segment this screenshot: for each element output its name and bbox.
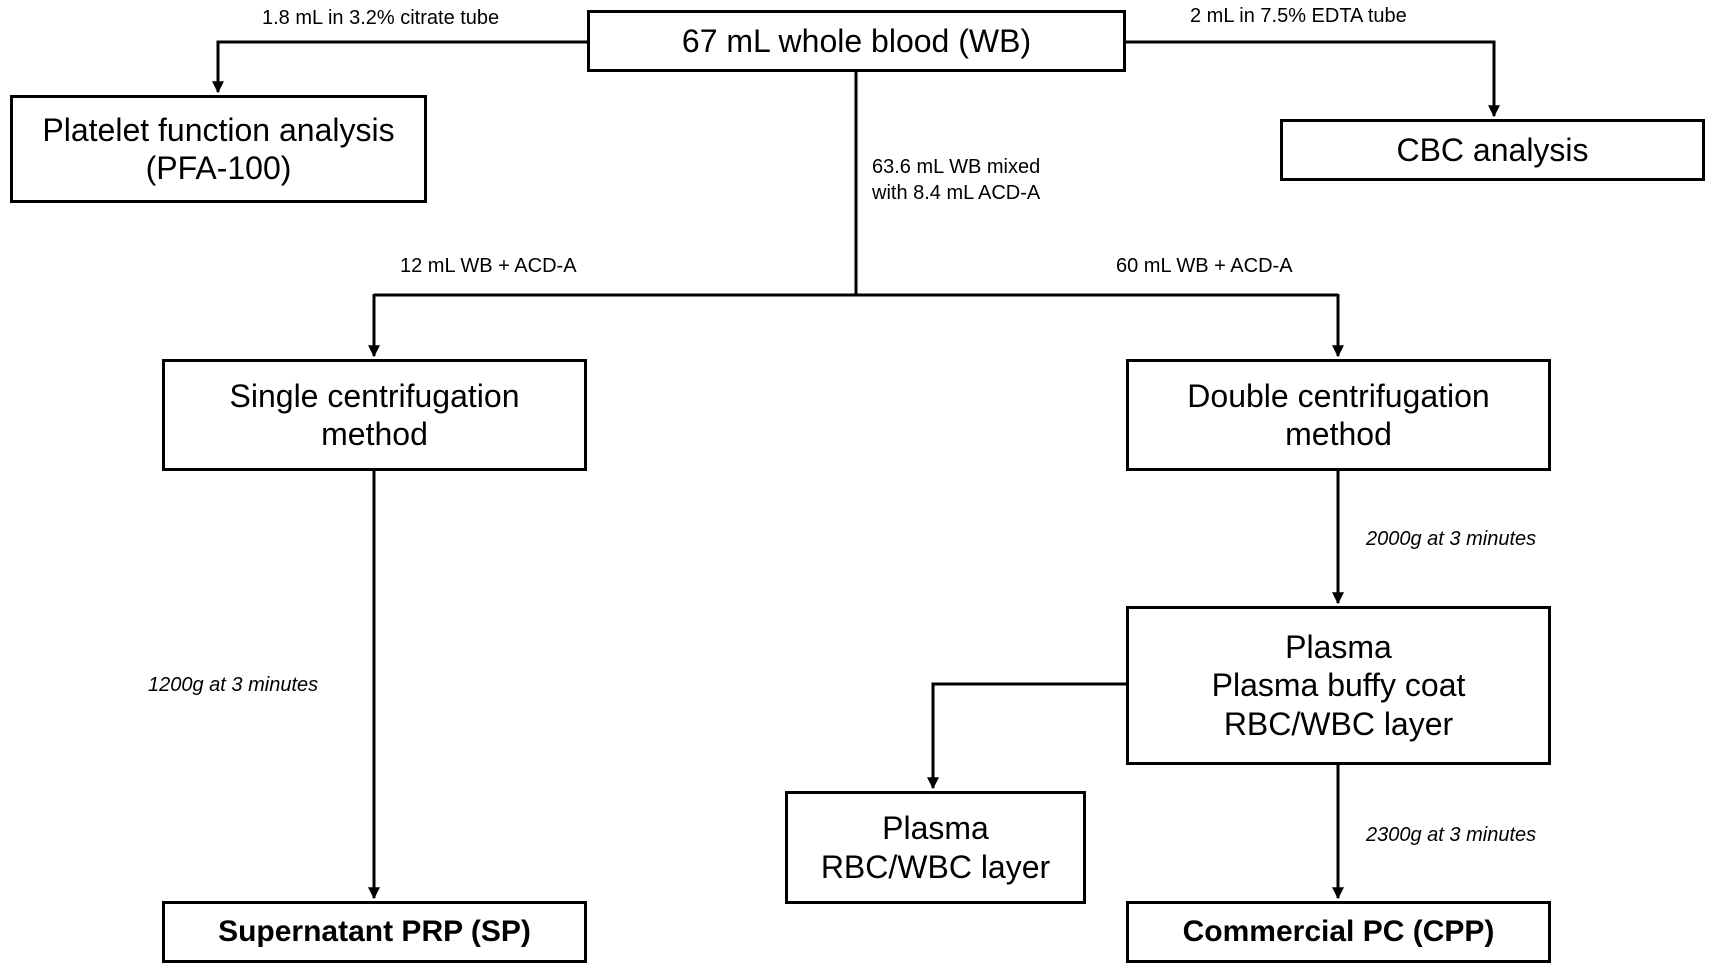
platelet-function-box: Platelet function analysis (PFA-100) — [10, 95, 427, 203]
plasma-rbc-line-1: Plasma — [882, 810, 989, 847]
supernatant-prp-label: Supernatant PRP (SP) — [218, 915, 531, 948]
arrow-to-cbc — [1126, 40, 1500, 118]
citrate-label: 1.8 mL in 3.2% citrate tube — [262, 7, 500, 29]
cbc-label: CBC analysis — [1396, 131, 1589, 168]
arrow-to-platelet-function — [212, 40, 587, 94]
spin-2300-label: 2300g at 3 minutes — [1366, 824, 1537, 846]
single-centrifugation-line-1: Single centrifugation — [229, 377, 520, 414]
edta-label: 2 mL in 7.5% EDTA tube — [1190, 5, 1407, 27]
plasma-rbc-box: Plasma RBC/WBC layer — [785, 791, 1086, 904]
commercial-pc-label: Commercial PC (CPP) — [1182, 915, 1495, 948]
single-centrifugation-box: Single centrifugation method — [162, 359, 587, 471]
acd-mix-label: 63.6 mL WB mixed with 8.4 mL ACD-A — [872, 154, 1040, 206]
whole-blood-box: 67 mL whole blood (WB) — [587, 10, 1126, 72]
single-centrifugation-line-2: method — [321, 416, 428, 452]
supernatant-prp-box: Supernatant PRP (SP) — [162, 901, 587, 963]
cbc-box: CBC analysis — [1280, 119, 1705, 181]
spin-1200-label: 1200g at 3 minutes — [148, 674, 319, 696]
plasma-rbc-line-2: RBC/WBC layer — [820, 848, 1051, 885]
spin-2000-label: 2000g at 3 minutes — [1366, 528, 1537, 550]
right-split-label: 60 mL WB + ACD-A — [1116, 255, 1293, 277]
platelet-function-line-1: Platelet function analysis — [42, 111, 395, 148]
whole-blood-label: 67 mL whole blood (WB) — [681, 22, 1032, 59]
double-centrifugation-line-1: Double centrifugation — [1187, 377, 1490, 414]
left-split-label: 12 mL WB + ACD-A — [400, 255, 577, 277]
double-centrifugation-box: Double centrifugation method — [1126, 359, 1551, 471]
plasma-layers-box: Plasma Plasma buffy coat RBC/WBC layer — [1126, 606, 1551, 765]
commercial-pc-box: Commercial PC (CPP) — [1126, 901, 1551, 963]
double-centrifugation-line-2: method — [1285, 416, 1392, 452]
acd-mix-line-2: with 8.4 mL ACD-A — [872, 182, 1041, 204]
acd-mix-line-1: 63.6 mL WB mixed — [872, 156, 1041, 178]
plasma-layers-line-1: Plasma — [1285, 628, 1392, 665]
platelet-function-line-2: (PFA-100) — [145, 150, 292, 186]
plasma-layers-line-2: Plasma buffy coat — [1211, 667, 1466, 704]
arrow-to-plasma-rbc — [927, 682, 1126, 790]
plasma-layers-line-3: RBC/WBC layer — [1223, 705, 1454, 742]
